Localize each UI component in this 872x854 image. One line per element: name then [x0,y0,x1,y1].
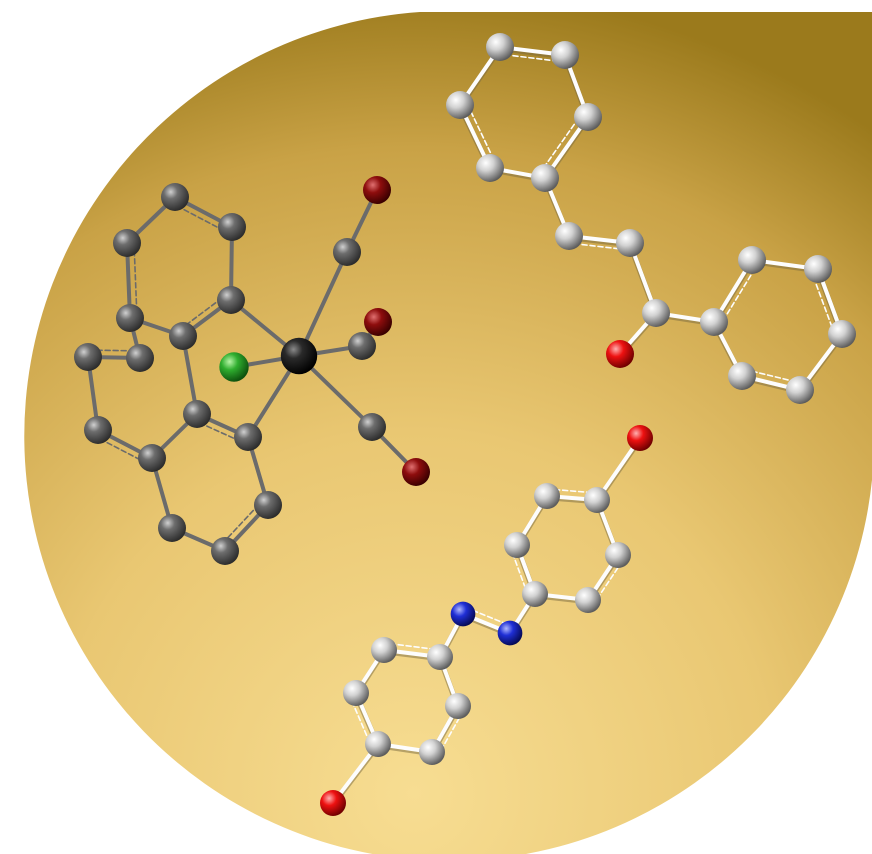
atom-o [402,458,430,486]
atom-c [234,423,262,451]
atom-c [616,229,644,257]
bond [440,713,462,752]
atom-o [320,790,346,816]
atom-c [113,229,141,257]
atom-c [551,41,579,69]
bond [468,106,495,161]
atom-o [606,340,634,368]
atom-m [280,337,318,375]
atom-c [217,286,245,314]
atom-c [605,542,631,568]
bond [504,53,559,63]
azobenzene-diol [320,425,653,816]
atom-c [728,362,756,390]
atom-c [254,491,282,519]
atom-c [738,246,766,274]
atom-c [574,103,602,131]
chalcone [446,33,856,404]
bond [552,488,593,494]
atom-c [358,413,386,441]
atom-o [627,425,653,451]
atom-c [446,91,474,119]
atom-o [364,308,392,336]
atom-c [445,693,471,719]
atom-c [348,332,376,360]
atom-cl [219,352,249,382]
bond [748,369,797,383]
atom-c [700,308,728,336]
bond [541,117,580,170]
bond [93,349,135,352]
bond [297,250,349,358]
atom-c [169,322,197,350]
bond [390,642,436,651]
bond [223,503,260,543]
atom-c [419,739,445,765]
atom-c [126,344,154,372]
atom-c [555,222,583,250]
metal-carbonyl-complex [74,176,430,565]
atom-n [450,601,476,627]
atom-c [575,587,601,613]
atom-c [84,416,112,444]
bond [133,247,138,313]
atom-o [363,176,391,204]
atom-c [343,680,369,706]
bond [573,242,625,251]
bond [99,438,145,463]
atom-c [828,320,856,348]
atom-c [158,514,186,542]
bond [470,608,508,626]
atom-c [74,343,102,371]
atom-c [804,255,832,283]
bond [176,205,225,232]
atom-c [531,164,559,192]
atom-c [427,644,453,670]
atom-c [476,154,504,182]
bond [722,267,756,322]
atom-c [161,183,189,211]
bond [596,563,622,600]
atom-c [786,376,814,404]
bond [198,422,241,442]
atom-n [497,620,523,646]
atom-c [211,537,239,565]
atom-c [504,532,530,558]
atom-c [486,33,514,61]
bond [351,700,370,743]
atom-c [365,731,391,757]
atom-c [522,581,548,607]
atom-c [642,299,670,327]
bond [511,552,528,592]
bond [812,276,835,332]
atom-c [371,637,397,663]
bond [182,297,223,328]
atom-c [333,238,361,266]
atom-c [534,483,560,509]
atom-c [183,400,211,428]
atom-c [584,487,610,513]
atom-c [138,444,166,472]
atom-c [116,304,144,332]
atom-c [218,213,246,241]
